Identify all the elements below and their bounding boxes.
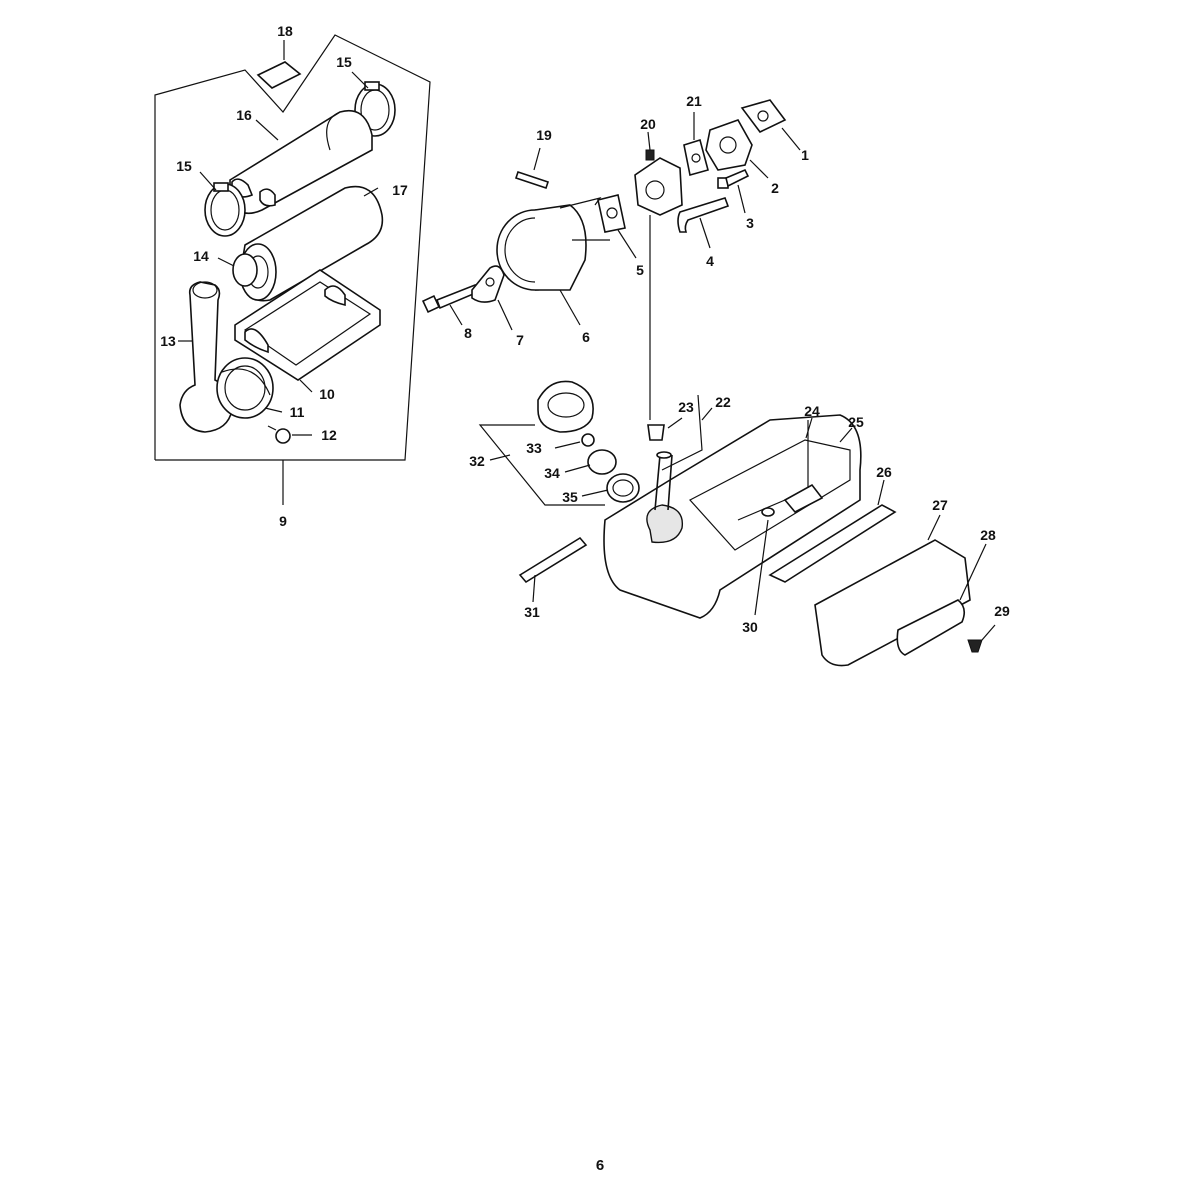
- part-7-bracket: [471, 265, 513, 331]
- callout-3: 3: [746, 215, 754, 231]
- callout-13: 13: [160, 333, 176, 349]
- callout-32: 32: [469, 453, 485, 469]
- callout-14: 14: [193, 248, 209, 264]
- part-13-intake-elbow: [178, 281, 234, 433]
- callout-28: 28: [980, 527, 996, 543]
- part-1-gasket: [740, 99, 801, 151]
- page-number: 6: [595, 1157, 605, 1174]
- part-15-clamp-ring-left: [199, 171, 246, 237]
- callout-1: 1: [801, 147, 809, 163]
- callout-2: 2: [771, 180, 779, 196]
- part-28-decal-plate: [896, 543, 987, 656]
- callout-16: 16: [236, 107, 252, 123]
- callout-5: 5: [636, 262, 644, 278]
- callout-15-left: 15: [176, 158, 192, 174]
- part-2-insulator: [705, 119, 769, 179]
- callout-11: 11: [290, 404, 305, 420]
- part-33-screw: [554, 433, 595, 449]
- air-cleaner-group-bracket: [154, 34, 431, 505]
- callout-20: 20: [640, 116, 656, 132]
- part-6-shroud: [496, 197, 610, 326]
- part-20-carburetor: [634, 131, 683, 420]
- callout-31: 31: [524, 604, 540, 620]
- part-21-gasket: [683, 112, 709, 177]
- fuel-cap: [537, 380, 594, 433]
- callout-7: 7: [516, 332, 524, 348]
- part-32-cap-group-bracket: [478, 424, 605, 506]
- part-30-line-clamp: [737, 499, 786, 616]
- callout-18: 18: [277, 23, 293, 39]
- part-4-fuel-hose: [677, 197, 730, 249]
- callout-17: 17: [392, 182, 408, 198]
- callout-6: 6: [582, 329, 590, 345]
- part-3-bolt: [717, 168, 750, 214]
- part-5-gasket: [597, 194, 637, 259]
- callout-25: 25: [848, 414, 864, 430]
- part-34-disc: [564, 449, 617, 475]
- callouts: 1 2 3 4 5 6 7 8 9 10 11 12 13 14 15 15 1…: [160, 23, 1010, 635]
- callout-4: 4: [706, 253, 714, 269]
- part-18-label-tag: [256, 40, 302, 89]
- part-35-gasket-ring: [581, 473, 640, 503]
- callout-8: 8: [464, 325, 472, 341]
- part-12-screw: [267, 425, 312, 444]
- callout-23: 23: [678, 399, 694, 415]
- part-19-strip: [514, 147, 550, 190]
- part-10-cleaner-base: [234, 269, 381, 393]
- callout-33: 33: [526, 440, 542, 456]
- part-27-tank-cover: [814, 514, 971, 667]
- callout-10: 10: [319, 386, 335, 402]
- callout-29: 29: [994, 603, 1010, 619]
- part-26-side-strip: [768, 479, 897, 583]
- callout-24: 24: [804, 403, 820, 419]
- callout-12: 12: [321, 427, 337, 443]
- callout-21: 21: [686, 93, 702, 109]
- part-31-fuel-line: [518, 536, 588, 603]
- part-23-fitting: [647, 417, 683, 441]
- part-29-screw: [967, 624, 996, 653]
- callout-35: 35: [562, 489, 578, 505]
- callout-34: 34: [544, 465, 560, 481]
- callout-26: 26: [876, 464, 892, 480]
- part-22-bracket: [661, 394, 713, 471]
- part-25-fuel-tank: [603, 414, 862, 619]
- callout-9: 9: [279, 513, 287, 529]
- part-11-cleaner-housing: [216, 357, 283, 419]
- callout-27: 27: [932, 497, 948, 513]
- callout-22: 22: [715, 394, 731, 410]
- callout-30: 30: [742, 619, 758, 635]
- callout-19: 19: [536, 127, 552, 143]
- callout-15-top: 15: [336, 54, 352, 70]
- part-14-seal: [217, 253, 258, 287]
- part-8-bolt: [421, 283, 480, 326]
- part-24-fuel-filter: [783, 417, 824, 514]
